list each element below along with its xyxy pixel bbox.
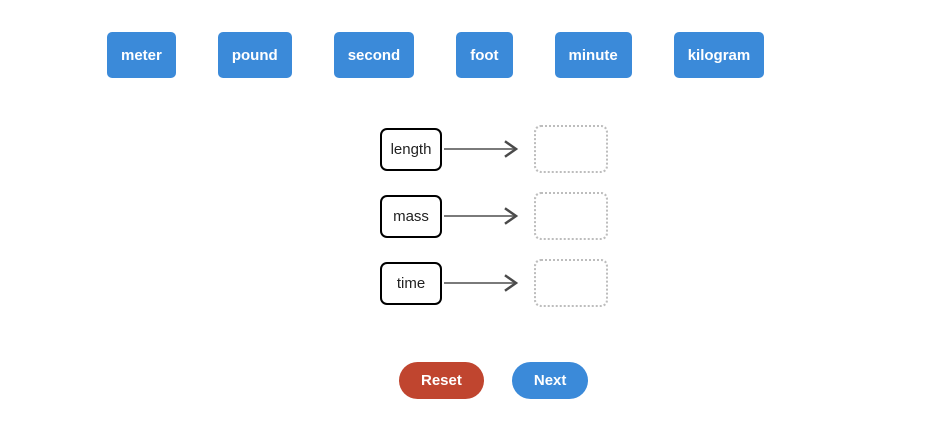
quantity-label-time: time bbox=[380, 261, 442, 305]
word-chip-second[interactable]: second bbox=[333, 32, 415, 78]
word-chip-pound[interactable]: pound bbox=[217, 32, 292, 78]
word-chip-minute[interactable]: minute bbox=[554, 32, 632, 78]
drop-target-time[interactable] bbox=[534, 259, 608, 307]
match-row: length bbox=[380, 125, 608, 173]
action-bar: Reset Next bbox=[399, 362, 589, 399]
word-chip-foot[interactable]: foot bbox=[456, 32, 513, 78]
drop-target-mass[interactable] bbox=[534, 192, 608, 240]
drop-target-length[interactable] bbox=[534, 125, 608, 173]
arrow-right-icon bbox=[444, 274, 519, 292]
word-bank: meter pound second foot minute kilogram bbox=[107, 32, 765, 78]
arrow-right-icon bbox=[444, 140, 519, 158]
match-row: mass bbox=[380, 192, 608, 240]
match-row: time bbox=[380, 259, 608, 307]
word-chip-meter[interactable]: meter bbox=[107, 32, 176, 78]
word-chip-kilogram[interactable]: kilogram bbox=[673, 32, 765, 78]
quantity-label-mass: mass bbox=[380, 194, 442, 238]
reset-button[interactable]: Reset bbox=[399, 362, 484, 399]
next-button[interactable]: Next bbox=[511, 362, 589, 399]
quantity-label-length: length bbox=[380, 127, 442, 171]
match-area: length mass time bbox=[380, 125, 608, 307]
arrow-right-icon bbox=[444, 207, 519, 225]
